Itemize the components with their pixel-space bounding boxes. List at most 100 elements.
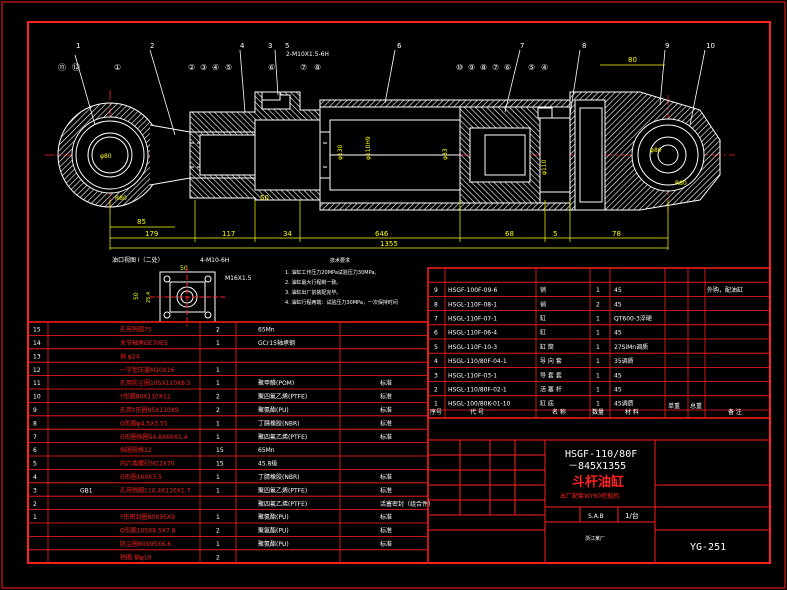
table-cell: 1	[596, 316, 600, 323]
table-cell: 7	[33, 434, 37, 441]
table-cell: 45.8级	[258, 460, 277, 468]
table-cell: 导 套 套	[540, 371, 562, 379]
svg-text:⑦: ⑦	[300, 63, 307, 72]
header-name: 名 称	[552, 408, 566, 416]
table-cell: 标准	[380, 540, 392, 548]
table-cell: 45	[614, 387, 622, 394]
table-cell: 12	[33, 367, 41, 374]
port-dim-left: 50	[133, 292, 140, 300]
title-block	[427, 439, 771, 564]
table-cell: 关节轴承GE70ES	[120, 339, 168, 347]
svg-text:φ110H9: φ110H9	[365, 136, 372, 160]
table-cell: 1	[596, 387, 600, 394]
table-cell: HSGL-100/80K-01-10	[448, 401, 511, 408]
table-cell: O形圈105X8.5X7.8	[120, 527, 176, 535]
table-cell: 5	[434, 344, 438, 351]
table-cell: 标准	[380, 513, 392, 521]
leader-2: 2	[150, 42, 154, 50]
table-cell: 1	[596, 401, 600, 408]
svg-text:5: 5	[553, 230, 557, 238]
table-cell: 10	[33, 394, 41, 401]
thread-callout: 2-M10X1.5-6H	[286, 51, 329, 58]
table-cell: 一字型压盖M10X16	[120, 366, 175, 374]
table-cell: 2	[596, 301, 600, 308]
port-size: M16X1.5	[225, 275, 252, 282]
table-cell: 1	[216, 434, 220, 441]
port-dim-top: 50	[180, 265, 188, 272]
table-cell: 27SiMn调质	[614, 343, 648, 351]
table-cell: 1	[216, 420, 220, 427]
table-cell: O形圈挡圈54.8X60X1.4	[120, 433, 188, 441]
table-cell: 销	[540, 300, 546, 308]
svg-text:50: 50	[260, 194, 269, 202]
table-cell: 1	[216, 367, 220, 374]
table-cell: 孔用挡圈110.4X110X1.7	[120, 486, 191, 494]
table-cell: O形圈φ4.5X3.55	[120, 419, 168, 427]
table-cell: 1	[216, 541, 220, 548]
svg-text:78: 78	[612, 230, 621, 238]
table-cell: 2	[33, 501, 37, 508]
table-cell: HSGL-110F-07-1	[448, 316, 497, 323]
table-cell: 6	[33, 447, 37, 454]
table-cell: 聚氨酯(PU)	[258, 527, 289, 535]
leader-numbers: 1 2 3 4 5 6 7 8 9 10 2-M10X1.5-6H	[76, 42, 715, 58]
table-cell: 聚甲醛(POM)	[258, 379, 294, 387]
svg-text:⑥: ⑥	[504, 63, 511, 72]
table-cell: 聚四氟乙烯(PTFE)	[258, 486, 307, 494]
part-name: 斗杆油缸	[572, 474, 624, 490]
table-cell: 标准	[380, 486, 392, 494]
svg-text:φ80: φ80	[100, 153, 112, 160]
svg-text:1. 油缸工作压力20MPa试验压力30MPa。: 1. 油缸工作压力20MPa试验压力30MPa。	[285, 269, 379, 276]
table-cell: 标准	[380, 393, 392, 401]
table-cell: 聚氨酯(PU)	[258, 540, 289, 548]
svg-text:68: 68	[505, 230, 514, 238]
part-description: 出厂配套WY60挖掘机	[560, 492, 619, 500]
table-cell: 15	[33, 327, 41, 334]
table-cell: QT600-3淬硬	[614, 315, 652, 323]
table-cell: 1	[596, 372, 600, 379]
leader-9: 9	[665, 42, 669, 50]
table-cell: 2	[434, 387, 438, 394]
table-cell: 缸	[540, 315, 546, 323]
svg-text:②: ②	[188, 63, 195, 72]
table-cell: 9	[434, 287, 438, 294]
table-cell: 2	[216, 394, 220, 401]
table-cell: 45	[614, 287, 622, 294]
table-cell: 1	[216, 474, 220, 481]
header-qty: 数量	[592, 408, 604, 416]
table-cell: 9	[33, 407, 37, 414]
cylinder-assembly	[45, 90, 735, 215]
table-cell: 孔用Y形圈95X110X9	[120, 406, 179, 414]
svg-text:80: 80	[628, 56, 637, 64]
table-cell: 1	[216, 380, 220, 387]
table-cell: 4	[33, 474, 37, 481]
table-cell: 标准	[380, 419, 392, 427]
table-cell: 孔用防尘圈105X110X8.5	[120, 379, 191, 387]
svg-text:④: ④	[212, 63, 219, 72]
table-cell: HSGL-110F-10-3	[448, 344, 497, 351]
table-cell: 孔用挡圈75	[120, 326, 152, 334]
table-cell: 45调质	[614, 400, 634, 408]
balloons: ⑪ ⑫ ① ② ③ ④ ⑤ ⑥ ⑦ ⑧ ⑩ ⑨ ⑧ ⑦ ⑥ ⑤ ④	[58, 63, 548, 72]
table-cell: 标准	[380, 473, 392, 481]
table-cell: 2	[216, 407, 220, 414]
table-cell: 缸 筒	[540, 343, 554, 351]
table-cell: 5	[33, 461, 37, 468]
leader-3: 3	[268, 42, 272, 50]
table-cell: 1	[434, 401, 438, 408]
svg-text:117: 117	[222, 230, 235, 238]
leader-5: 5	[285, 42, 289, 50]
table-cell: 活 塞 杆	[540, 386, 562, 394]
